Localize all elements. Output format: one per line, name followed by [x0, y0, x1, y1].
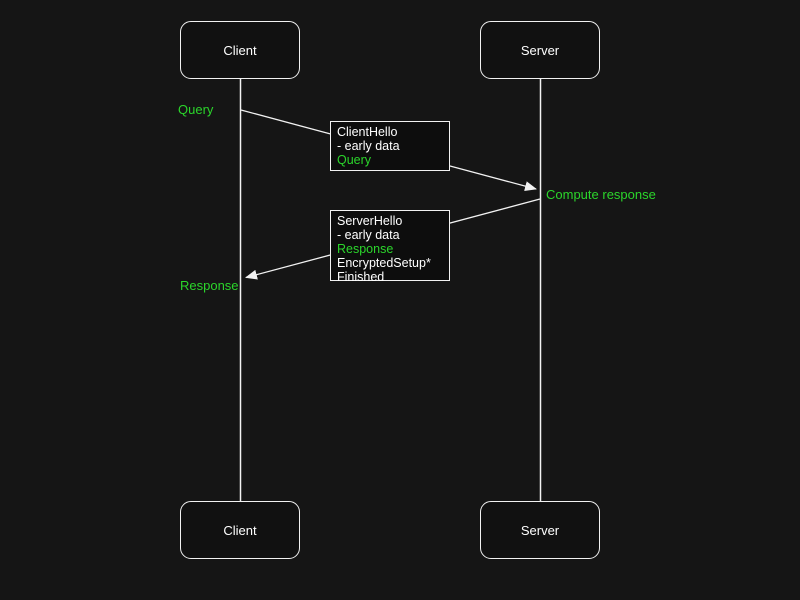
- query-annotation: Query: [178, 102, 214, 117]
- compute-response-annotation: Compute response: [546, 187, 656, 202]
- response-annotation: Response: [180, 278, 239, 293]
- actor-label-server-top: Server: [520, 42, 560, 58]
- actor-label-server-bottom: Server: [520, 522, 560, 538]
- message-line: - early data: [337, 228, 400, 242]
- message-line: EncryptedSetup*: [337, 256, 431, 270]
- message-line: - early data: [337, 139, 400, 153]
- actor-box-client-bottom: Client: [180, 501, 300, 559]
- message-line: ClientHello: [337, 125, 398, 139]
- message-line: Query: [337, 153, 372, 167]
- actor-box-server-bottom: Server: [480, 501, 600, 559]
- message-line: Response: [337, 242, 394, 256]
- actor-label-client-top: Client: [223, 42, 257, 58]
- actor-box-client-top: Client: [180, 21, 300, 79]
- actor-box-server-top: Server: [480, 21, 600, 79]
- message-box-client-hello: ClientHello - early data Query: [330, 121, 450, 171]
- message-line: Finished: [337, 270, 385, 284]
- actor-label-client-bottom: Client: [223, 522, 257, 538]
- message-line: ServerHello: [337, 214, 403, 228]
- message-box-server-hello: ServerHello - early data Response Encryp…: [330, 210, 450, 284]
